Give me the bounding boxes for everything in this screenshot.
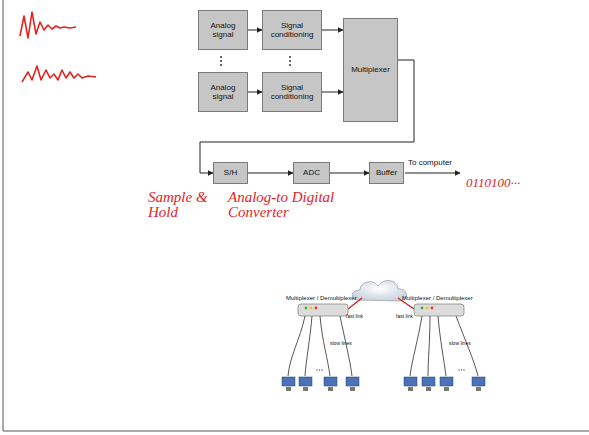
network-illustration [282, 281, 485, 391]
waveform [22, 66, 96, 82]
multiplexer-box: Multiplexer [343, 18, 398, 122]
box-label: Analog signal [199, 83, 247, 101]
link-label: fast link [396, 313, 413, 319]
connector-arrow [248, 92, 262, 93]
signal-box: Analog signal [198, 10, 248, 50]
sample-hold-box: S/H [213, 162, 248, 184]
frame-line [3, 0, 4, 431]
connector-arrow [322, 30, 343, 31]
box-label: Signal conditioning [263, 83, 321, 101]
line-label: slow lines [449, 340, 471, 346]
buffer-box: Buffer [369, 162, 404, 184]
box-label: Multiplexer [351, 65, 390, 74]
frame-line [3, 431, 589, 432]
box-label: Analog signal [199, 21, 247, 39]
conditioning-box: Signal conditioning [262, 10, 322, 50]
handwritten-note: Analog-to Digital Converter [228, 190, 353, 220]
signal-box: Analog signal [198, 72, 248, 112]
link-label: fast link [346, 313, 363, 319]
connector-arrow [322, 92, 343, 93]
device-label: Multiplexer / Demultiplexer [286, 295, 357, 301]
box-label: Buffer [376, 168, 397, 177]
output-arrow [405, 173, 460, 174]
bit-stream: 0110100··· [466, 176, 520, 189]
box-label: S/H [224, 168, 237, 177]
handwritten-note: Sample & Hold [148, 190, 218, 220]
adc-box: ADC [293, 162, 330, 184]
conditioning-box: Signal conditioning [262, 72, 322, 112]
box-label: Signal conditioning [263, 21, 321, 39]
line-label: slow lines [330, 340, 352, 346]
waveform [20, 12, 76, 38]
output-label: To computer [408, 158, 452, 167]
connector-arrow [248, 173, 293, 174]
device-label: Multiplexer / Demultiplexer [402, 295, 473, 301]
connector-arrow [248, 30, 262, 31]
ellipsis-dots [220, 56, 291, 66]
connector-arrow [330, 173, 369, 174]
box-label: ADC [303, 168, 320, 177]
